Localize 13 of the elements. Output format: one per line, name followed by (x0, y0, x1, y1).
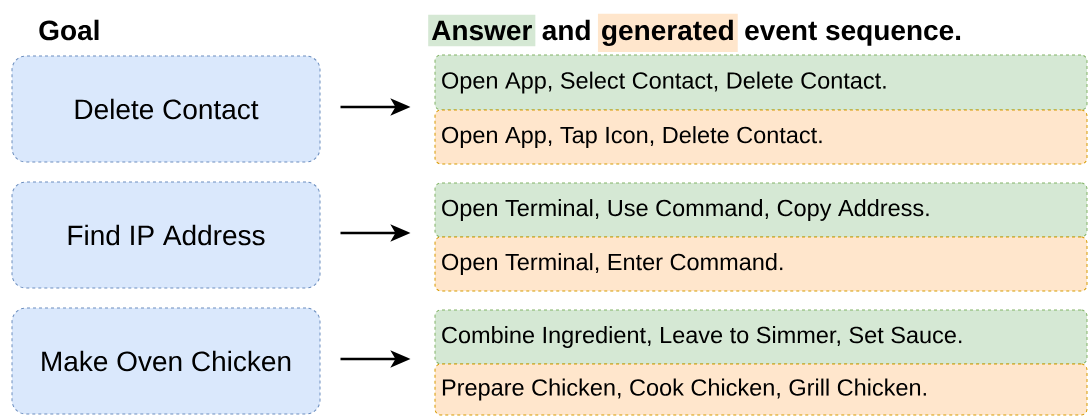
heading-text: event sequence. (745, 21, 961, 46)
answer-box: Combine Ingredient, Leave to Simmer, Set Sauce. (434, 309, 1088, 365)
generated-sequence-box: Open App, Tap Icon, Delete Contact. (434, 109, 1088, 165)
generated-sequence-box: Open Terminal, Enter Command. (434, 236, 1088, 292)
goal-box: Delete Contact (11, 55, 321, 163)
answer-box: Open App, Select Contact, Delete Contact. (434, 54, 1088, 111)
goal-box: Make Oven Chicken (11, 307, 321, 415)
generated-sequence-box: Prepare Chicken, Cook Chicken, Grill Chicken. (434, 363, 1088, 416)
heading-text: and (542, 19, 590, 41)
highlighted-word: Answer (428, 14, 536, 47)
goal-box: Find IP Address (11, 181, 321, 289)
highlighted-word: generated (597, 13, 738, 52)
answer-box: Open Terminal, Use Command, Copy Address. (434, 182, 1088, 238)
